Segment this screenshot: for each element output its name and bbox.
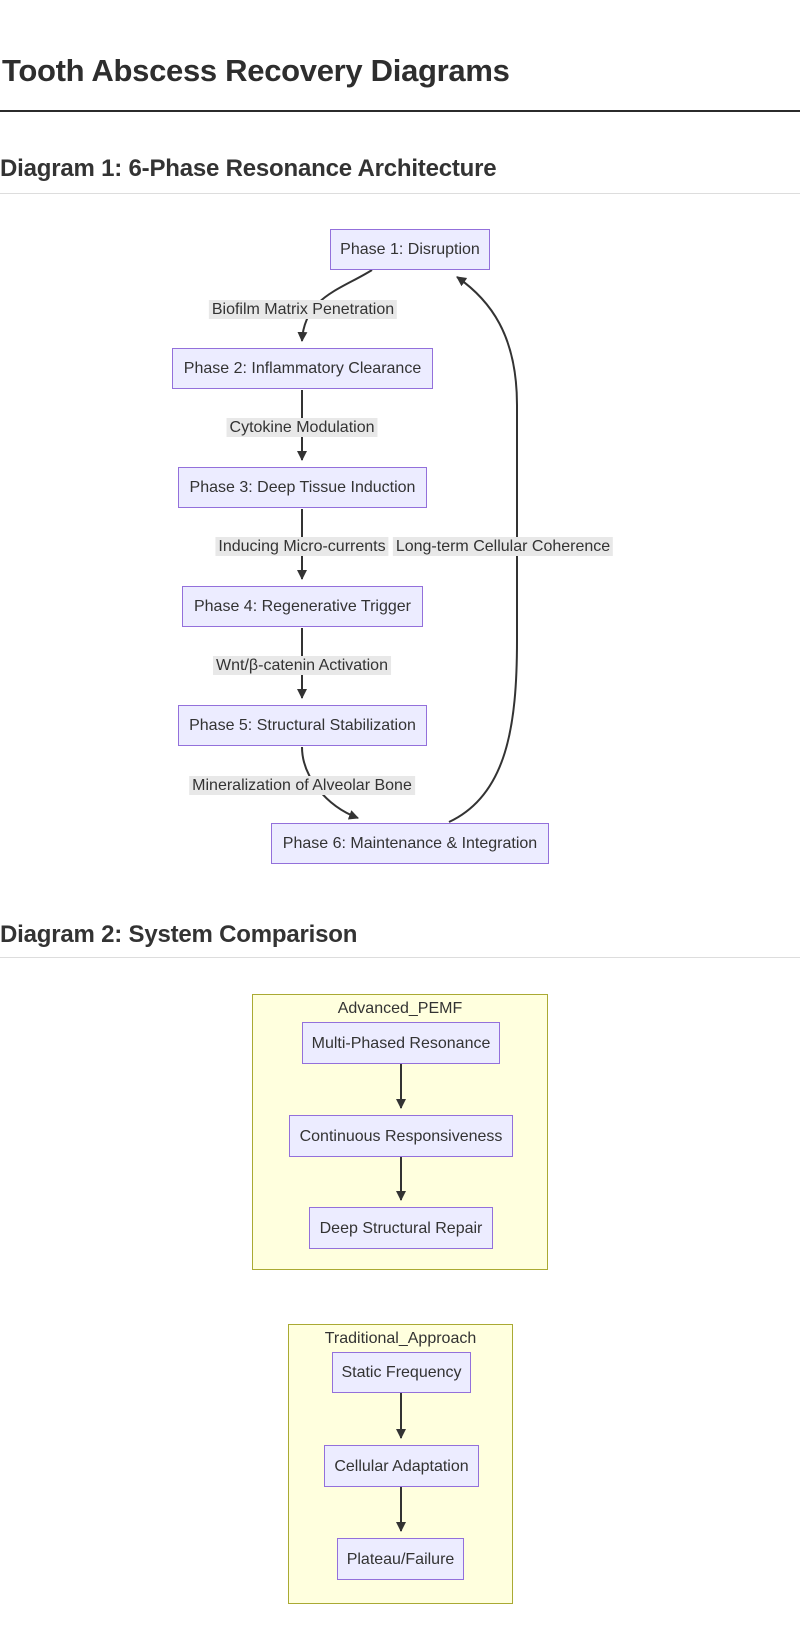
- cluster-2-edges: [396, 1393, 406, 1532]
- cluster-1-edges: [396, 1064, 406, 1201]
- flow-node-phase-6: Phase 6: Maintenance & Integration: [271, 823, 549, 864]
- flow-node-cellular-adaptation: Cellular Adaptation: [324, 1445, 479, 1487]
- edge-label-long-term-cellular-coherence: Long-term Cellular Coherence: [392, 537, 614, 556]
- flow-node-continuous-responsiveness: Continuous Responsiveness: [289, 1115, 513, 1157]
- flow-node-deep-structural-repair: Deep Structural Repair: [309, 1207, 493, 1249]
- title-divider: [0, 110, 800, 112]
- cluster-title-traditional-approach: Traditional_Approach: [324, 1330, 477, 1347]
- diagram-1-flowchart: Phase 1: Disruption Phase 2: Inflammator…: [0, 210, 800, 875]
- section-heading-diagram-2: Diagram 2: System Comparison: [0, 921, 358, 948]
- flow-node-phase-2: Phase 2: Inflammatory Clearance: [172, 348, 433, 389]
- section-divider-2: [0, 957, 800, 958]
- flow-node-phase-1: Phase 1: Disruption: [330, 229, 490, 270]
- flow-node-static-frequency: Static Frequency: [332, 1352, 471, 1393]
- flow-node-multi-phased-resonance: Multi-Phased Resonance: [302, 1022, 500, 1064]
- cluster-title-advanced-pemf: Advanced_PEMF: [337, 1000, 463, 1017]
- page-title: Tooth Abscess Recovery Diagrams: [2, 53, 510, 88]
- edge-label-inducing-micro-currents: Inducing Micro-currents: [215, 537, 389, 556]
- section-divider-1: [0, 193, 800, 194]
- flow-node-phase-4: Phase 4: Regenerative Trigger: [182, 586, 423, 627]
- edge-label-mineralization-of-alveolar-bone: Mineralization of Alveolar Bone: [189, 776, 415, 795]
- flow-node-phase-3: Phase 3: Deep Tissue Induction: [178, 467, 427, 508]
- edge-label-cytokine-modulation: Cytokine Modulation: [226, 418, 378, 437]
- flow-node-phase-5: Phase 5: Structural Stabilization: [178, 705, 427, 746]
- edge-label-biofilm-matrix-penetration: Biofilm Matrix Penetration: [208, 300, 398, 319]
- flow-node-plateau-failure: Plateau/Failure: [337, 1538, 464, 1580]
- cluster-advanced-pemf: Advanced_PEMF Multi-Phased Resonance Con…: [252, 994, 548, 1270]
- edge-label-wnt-b-catenin-activation: Wnt/β-catenin Activation: [213, 656, 391, 675]
- edge-phase1-phase2: [297, 269, 373, 342]
- edge-phase6-phase1: [448, 276, 518, 823]
- section-heading-diagram-1: Diagram 1: 6-Phase Resonance Architectur…: [0, 155, 497, 182]
- cluster-traditional-approach: Traditional_Approach Static Frequency Ce…: [288, 1324, 513, 1604]
